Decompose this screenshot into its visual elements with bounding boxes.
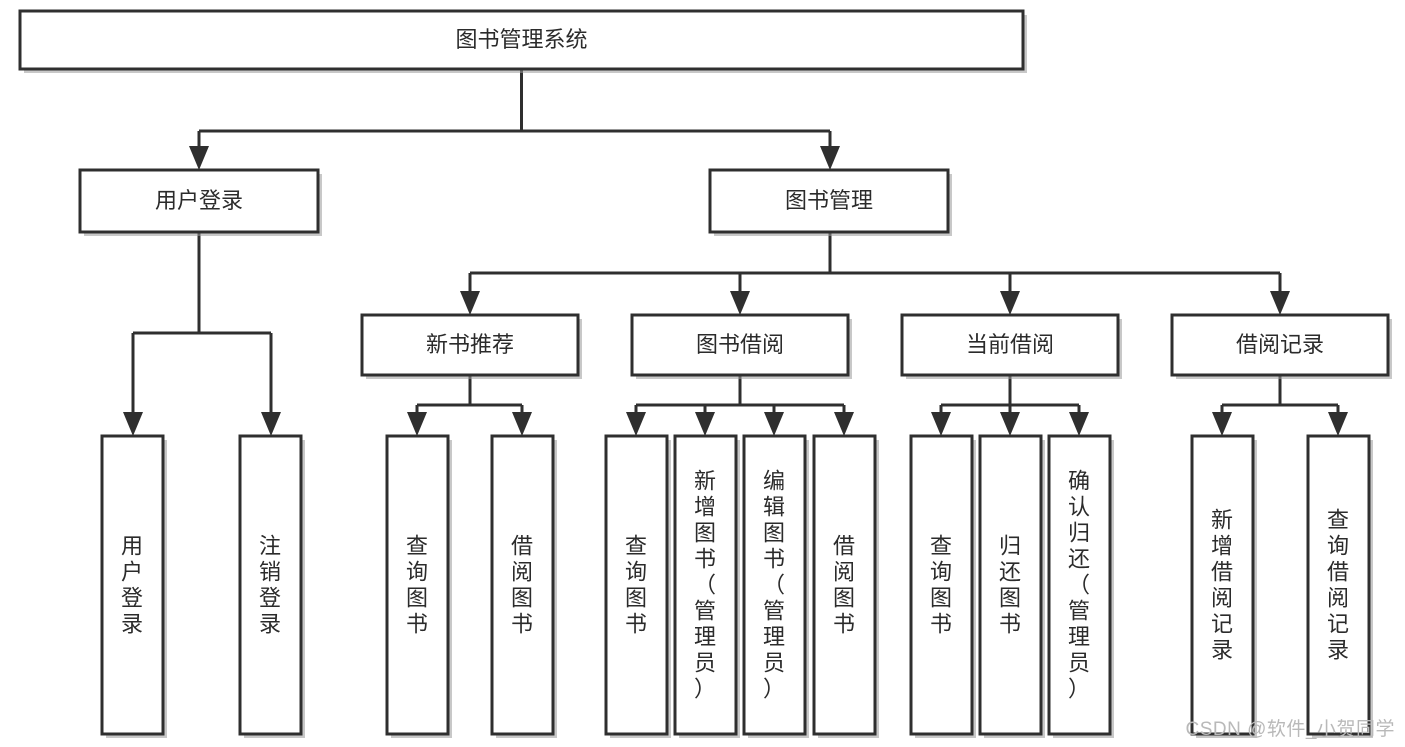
arrow-leaf-query-book-3: [931, 412, 951, 436]
new-book-recommend-box: [360, 313, 580, 377]
node-leaf-user-logout[interactable]: 注销登录: [238, 434, 305, 738]
leaf-add-record-label: 新增借阅记录: [1211, 507, 1233, 662]
leaf-confirm-return-label: 确认归还（管理员）: [1068, 468, 1090, 701]
node-leaf-query-record[interactable]: 查询借阅记录: [1306, 434, 1373, 738]
arrow-borrow-record: [1270, 291, 1290, 315]
leaf-add-book-box: [673, 434, 738, 736]
node-borrow-record[interactable]: 借阅记录: [1170, 313, 1392, 379]
arrow-leaf-edit-book: [764, 412, 784, 436]
arrow-leaf-borrow-book-1: [512, 412, 532, 436]
node-root[interactable]: 图书管理系统: [18, 9, 1027, 73]
node-book-manage[interactable]: 图书管理: [708, 168, 952, 236]
leaf-query-book-2-box: [604, 434, 669, 736]
leaf-borrow-book-1-label: 借阅图书: [511, 533, 533, 636]
book-borrow-label: 图书借阅: [696, 332, 784, 357]
leaf-borrow-book-2-box: [812, 434, 877, 736]
book-manage-box: [708, 168, 950, 234]
user-login-box: [78, 168, 320, 234]
borrow-record-box: [1170, 313, 1390, 377]
node-user-login[interactable]: 用户登录: [78, 168, 322, 236]
arrow-current-borrow: [1000, 291, 1020, 315]
leaf-user-login-box: [100, 434, 165, 736]
leaf-query-book-3-label: 查询图书: [930, 533, 952, 636]
leaf-query-record-label: 查询借阅记录: [1327, 507, 1349, 662]
leaf-query-book-3-box: [909, 434, 974, 736]
leaf-borrow-book-2-label: 借阅图书: [833, 533, 855, 636]
book-borrow-box: [630, 313, 850, 377]
arrow-new-book-recommend: [460, 291, 480, 315]
node-leaf-add-record[interactable]: 新增借阅记录: [1190, 434, 1257, 738]
leaf-user-logout-box: [238, 434, 303, 736]
leaf-confirm-return-box: [1047, 434, 1112, 736]
leaf-query-book-1-label: 查询图书: [406, 533, 428, 636]
arrow-leaf-query-record: [1328, 412, 1348, 436]
leaf-query-book-2-label: 查询图书: [625, 533, 647, 636]
node-current-borrow[interactable]: 当前借阅: [900, 313, 1122, 379]
node-leaf-confirm-return[interactable]: 确认归还（管理员）: [1047, 434, 1114, 738]
leaf-return-book-label: 归还图书: [999, 533, 1021, 636]
current-borrow-label: 当前借阅: [966, 332, 1054, 357]
node-leaf-user-login[interactable]: 用户登录: [100, 434, 167, 738]
arrow-leaf-return-book: [1000, 412, 1020, 436]
leaf-edit-book-label: 编辑图书（管理员）: [763, 468, 785, 701]
current-borrow-box: [900, 313, 1120, 377]
arrow-leaf-add-book: [695, 412, 715, 436]
root-box: [18, 9, 1025, 71]
node-leaf-return-book[interactable]: 归还图书: [978, 434, 1045, 738]
node-leaf-borrow-book-2[interactable]: 借阅图书: [812, 434, 879, 738]
leaf-query-record-box: [1306, 434, 1371, 736]
borrow-record-label: 借阅记录: [1236, 332, 1324, 357]
leaf-user-logout-label: 注销登录: [259, 533, 281, 636]
leaf-borrow-book-1-box: [490, 434, 555, 736]
leaf-user-login-label: 用户登录: [121, 533, 143, 636]
user-login-label: 用户登录: [155, 188, 243, 213]
leaf-edit-book-box: [742, 434, 807, 736]
node-new-book-recommend[interactable]: 新书推荐: [360, 313, 582, 379]
node-leaf-query-book-1[interactable]: 查询图书: [385, 434, 452, 738]
arrow-user-login: [189, 146, 209, 170]
book-manage-label: 图书管理: [785, 188, 873, 213]
arrow-book-borrow: [730, 291, 750, 315]
node-leaf-query-book-2[interactable]: 查询图书: [604, 434, 671, 738]
node-book-borrow[interactable]: 图书借阅: [630, 313, 852, 379]
node-leaf-add-book[interactable]: 新增图书（管理员）: [673, 434, 740, 738]
node-leaf-query-book-3[interactable]: 查询图书: [909, 434, 976, 738]
root-label: 图书管理系统: [455, 27, 587, 52]
new-book-recommend-label: 新书推荐: [426, 332, 514, 357]
node-leaf-edit-book[interactable]: 编辑图书（管理员）: [742, 434, 809, 738]
leaf-add-record-box: [1190, 434, 1255, 736]
arrow-book-manage: [820, 146, 840, 170]
arrow-leaf-query-book-1: [407, 412, 427, 436]
arrow-leaf-query-book-2: [626, 412, 646, 436]
leaf-add-book-label: 新增图书（管理员）: [694, 468, 716, 701]
arrow-leaf-user-logout: [261, 412, 281, 436]
arrow-leaf-add-record: [1212, 412, 1232, 436]
arrow-leaf-confirm-return: [1069, 412, 1089, 436]
leaf-return-book-box: [978, 434, 1043, 736]
arrow-leaf-borrow-book-2: [834, 412, 854, 436]
arrow-leaf-user-login: [123, 412, 143, 436]
node-leaf-borrow-book-1[interactable]: 借阅图书: [490, 434, 557, 738]
leaf-query-book-1-box: [385, 434, 450, 736]
edges-layer: [123, 69, 1348, 436]
